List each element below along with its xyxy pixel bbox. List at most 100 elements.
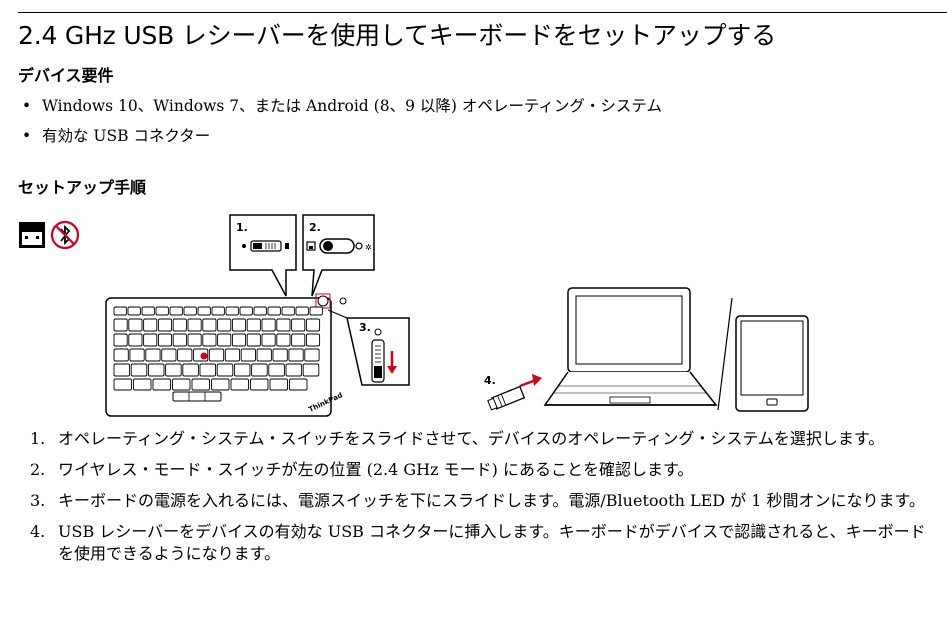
keyboard-key	[155, 306, 169, 316]
keyboard-key	[141, 306, 155, 316]
bluetooth-disabled-icon	[50, 220, 80, 250]
keyboard-key	[143, 318, 158, 332]
bullet-icon: •	[22, 97, 32, 115]
insert-arrow-icon	[519, 374, 542, 388]
setup-heading: セットアップ手順	[18, 178, 147, 197]
requirement-text: 有効な USB コネクター	[42, 127, 211, 145]
keyboard-key	[157, 318, 173, 332]
trackpoint-icon	[200, 352, 208, 360]
keyboard-key	[165, 363, 182, 377]
keyboard-key	[272, 348, 288, 362]
step-number: 1.	[30, 429, 46, 448]
keyboard-key	[240, 348, 256, 362]
keyboard-key	[268, 363, 285, 377]
header-rule	[18, 12, 947, 13]
keyboard-key	[233, 363, 251, 377]
keyboard-key	[208, 348, 225, 362]
power-switch-icon	[371, 328, 385, 383]
keyboard-key	[191, 378, 210, 391]
keyboard-illustration: ThinkPad	[105, 293, 347, 417]
requirements-heading: デバイス要件	[18, 66, 114, 85]
list-item: 3.キーボードの電源を入れるには、電源スイッチを下にスライドします。電源/Blu…	[30, 490, 935, 512]
callout-2: 2. ✲	[302, 214, 375, 297]
step-text: キーボードの電源を入れるには、電源スイッチを下にスライドします。電源/Bluet…	[58, 491, 925, 510]
keyboard-key	[128, 333, 143, 347]
keyboard-key	[276, 333, 291, 347]
keyboard-key	[231, 333, 247, 347]
step-text: ワイヤレス・モード・スイッチが左の位置 (2.4 GHz モード) にあることを…	[58, 460, 694, 479]
keyboard-key	[130, 363, 148, 377]
keyboard-key	[172, 378, 191, 391]
keyboard-key	[127, 306, 141, 316]
keyboard-key	[177, 348, 193, 362]
keyboard-key	[216, 363, 234, 377]
tablet-illustration	[735, 315, 809, 412]
keyboard-key	[147, 363, 165, 377]
callout-label: 2.	[309, 221, 321, 234]
list-item: 2.ワイヤレス・モード・スイッチが左の位置 (2.4 GHz モード) にあるこ…	[30, 459, 935, 481]
keyboard-key	[183, 306, 197, 316]
step-text: USB レシーバーをデバイスの有効な USB コネクターに挿入します。キーボード…	[58, 522, 926, 563]
keyboard-key	[225, 306, 239, 316]
keyboard-key	[172, 333, 187, 347]
keyboard-key	[230, 378, 249, 391]
list-item: • 有効な USB コネクター	[20, 125, 662, 155]
keyboard-key	[211, 306, 225, 316]
usb-receiver-mode-icon	[19, 222, 45, 248]
down-arrow-icon	[387, 351, 397, 374]
keyboard-key	[288, 348, 304, 362]
keyboard-key	[256, 348, 272, 362]
keyboard-key	[305, 318, 321, 332]
keyboard-key	[250, 378, 269, 391]
keyboard-key	[113, 318, 128, 332]
keyboard-key	[187, 318, 202, 332]
keyboard-key	[152, 378, 171, 391]
keyboard-key	[305, 333, 321, 347]
keyboard-key	[143, 333, 158, 347]
callout-label: 1.	[236, 221, 248, 234]
keyboard-key	[224, 348, 241, 362]
laptop-illustration	[543, 287, 718, 406]
keyboard-key	[145, 348, 161, 362]
keyboard-key	[285, 363, 303, 377]
mode-icons	[19, 220, 80, 250]
keyboard-key	[113, 306, 127, 316]
keyboard-key	[295, 306, 309, 316]
step-number: 4.	[30, 522, 46, 541]
callout-label: 4.	[484, 374, 496, 387]
keyboard-key	[113, 333, 128, 347]
svg-text:✲: ✲	[365, 243, 372, 252]
keyboard-key	[161, 348, 177, 362]
keyboard-key	[309, 306, 323, 316]
requirement-text: Windows 10、Windows 7、または Android (8、9 以降…	[42, 97, 662, 115]
keyboard-key	[202, 318, 217, 332]
list-item: • Windows 10、Windows 7、または Android (8、9 以…	[20, 95, 662, 125]
keyboard-key	[281, 306, 295, 316]
wireless-switch-icon: ✲	[306, 238, 372, 254]
keyboard-key	[291, 333, 306, 347]
keyboard-key	[253, 306, 267, 316]
setup-steps: 1.オペレーティング・システム・スイッチをスライドさせて、デバイスのオペレーティ…	[30, 428, 935, 574]
keyboard-key	[169, 306, 183, 316]
keyboard-key	[202, 333, 217, 347]
keyboard-key	[246, 318, 261, 332]
keyboard-key	[113, 378, 132, 391]
keyboard-key	[217, 318, 232, 332]
callout-1: 1.	[229, 214, 297, 297]
keyboard-key	[261, 333, 276, 347]
divider	[717, 297, 733, 411]
usb-receiver-illustration: 4.	[484, 374, 542, 411]
keyboard-key	[251, 363, 268, 377]
keyboard-key	[182, 363, 199, 377]
page-title: 2.4 GHz USB レシーバーを使用してキーボードをセットアップする	[18, 21, 777, 50]
keyboard-key	[199, 363, 217, 377]
keyboard-key	[261, 318, 276, 332]
keyboard-key	[197, 306, 211, 316]
callout-label: 3.	[359, 321, 371, 334]
keyboard-key	[217, 333, 232, 347]
keyboard-key	[269, 378, 288, 391]
list-item: 4. USB レシーバーをデバイスの有効な USB コネクターに挿入します。キーボ…	[30, 521, 935, 565]
keyboard-key	[211, 378, 230, 391]
bullet-icon: •	[22, 127, 32, 145]
os-switch-icon	[242, 240, 289, 252]
